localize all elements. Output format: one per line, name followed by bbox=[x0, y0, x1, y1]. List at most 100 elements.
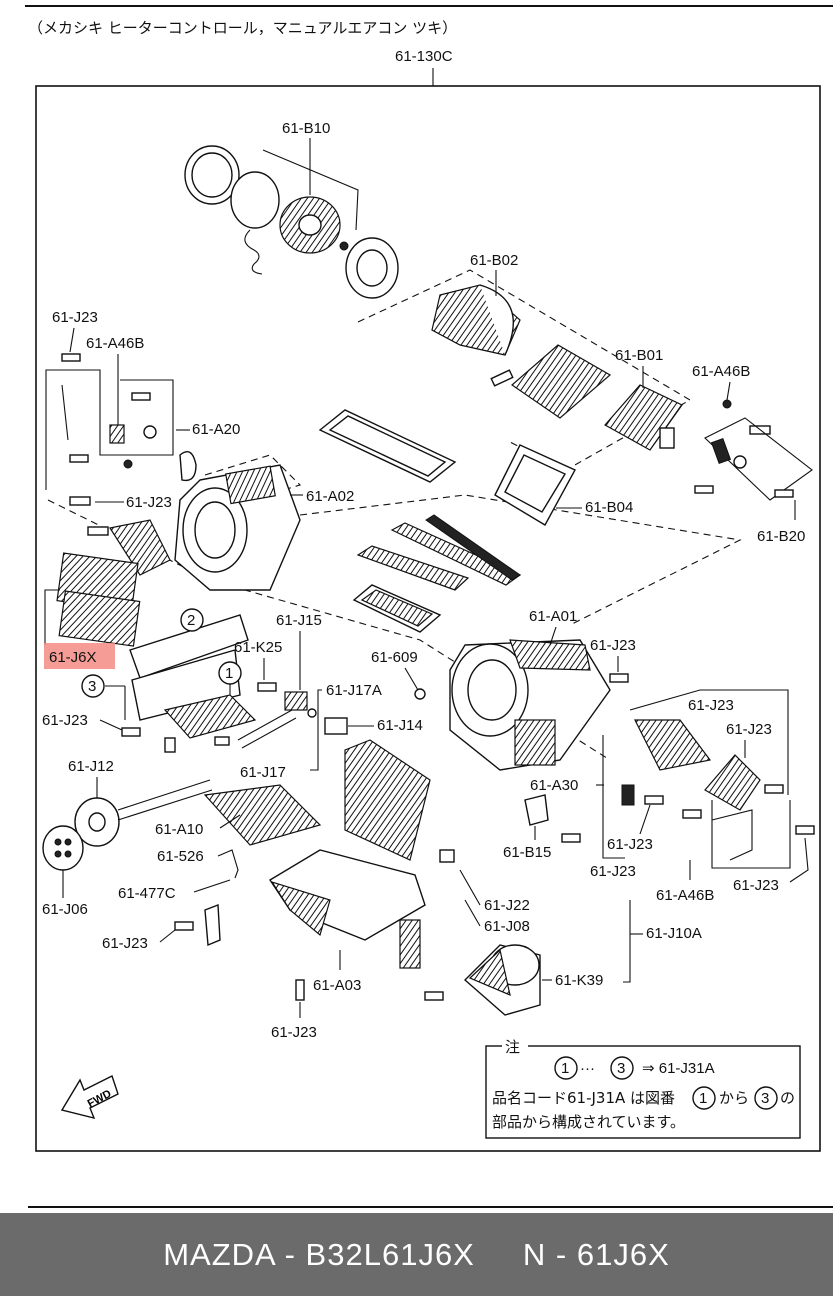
callout-j23-right3: 61-J23 bbox=[607, 836, 653, 853]
filter-cover-2 bbox=[129, 614, 249, 679]
assembly-code: 61-130C bbox=[395, 48, 453, 65]
callout-a30: 61-A30 bbox=[530, 777, 578, 794]
j06-hole-4 bbox=[64, 850, 72, 858]
marker-2-circle bbox=[180, 608, 204, 632]
b20-group: 61-B20 bbox=[694, 417, 813, 545]
j06-hole-1 bbox=[54, 838, 62, 846]
j23-mid-screw bbox=[609, 673, 629, 683]
a20-actuator bbox=[109, 424, 125, 444]
callout-j23-left3: 61-J23 bbox=[42, 712, 88, 729]
j23-right4-screw bbox=[561, 833, 581, 843]
fwd-arrow: FWD bbox=[60, 1075, 119, 1120]
note-line2-c2: 3 bbox=[761, 1090, 769, 1107]
marker-3-circle bbox=[81, 674, 105, 698]
intake-door-b02: 61-B02 bbox=[431, 252, 521, 387]
j23-left3-screw bbox=[121, 727, 141, 737]
callout-j14: 61-J14 bbox=[377, 717, 423, 734]
a46b-right-clip bbox=[722, 399, 732, 409]
evaporator-core bbox=[344, 739, 431, 861]
callout-b02: 61-B02 bbox=[470, 252, 518, 269]
a20-screw bbox=[131, 392, 151, 401]
526-hose bbox=[217, 849, 239, 879]
j23-tl-screw bbox=[61, 353, 81, 362]
right-screw-1 bbox=[644, 795, 664, 805]
right-screw-2 bbox=[764, 784, 784, 794]
callout-j23-top-left: 61-J23 bbox=[52, 309, 98, 326]
j23-right5-screw bbox=[795, 825, 815, 835]
j23-left3-clip bbox=[164, 737, 176, 753]
callout-b01: 61-B01 bbox=[615, 347, 663, 364]
callout-j15: 61-J15 bbox=[276, 612, 322, 629]
right-screw-3 bbox=[682, 809, 702, 819]
diagram-title: （メカシキ ヒーターコントロール，マニュアルエアコン ツキ） bbox=[28, 19, 457, 37]
callout-a46b-right: 61-A46B bbox=[692, 363, 750, 380]
a20-group: 61-J23 61-A46B 61-A20 bbox=[45, 309, 240, 490]
note-line1-arrow: ⇒ 61-J31A bbox=[642, 1060, 715, 1077]
heater-case-right-a01: 61-A01 bbox=[449, 608, 611, 771]
pipe-clip bbox=[214, 736, 230, 746]
b20-gear bbox=[733, 455, 747, 469]
note-line3: 部品から構成されています。 bbox=[492, 1113, 685, 1131]
callout-j23-right2: 61-J23 bbox=[726, 721, 772, 738]
case-left-scroll-inner bbox=[194, 501, 236, 559]
a03-screw bbox=[424, 991, 444, 1001]
foam-pad-1 bbox=[163, 694, 257, 739]
a20-rod bbox=[61, 384, 69, 441]
callout-j23-right5: 61-J23 bbox=[733, 877, 779, 894]
blower-motor-face bbox=[356, 249, 388, 287]
callout-j08: 61-J08 bbox=[484, 918, 530, 935]
callout-j23-bottom2: 61-J23 bbox=[271, 1024, 317, 1041]
callout-a10: 61-A10 bbox=[155, 821, 203, 838]
callout-j10a: 61-J10A bbox=[646, 925, 702, 942]
callout-j23-left2: 61-J23 bbox=[126, 494, 172, 511]
callout-j22: 61-J22 bbox=[484, 897, 530, 914]
link-rod bbox=[621, 784, 635, 806]
callout-j23-bottom1: 61-J23 bbox=[102, 935, 148, 952]
callout-j23-right4: 61-J23 bbox=[590, 863, 636, 880]
case-right-top bbox=[509, 639, 591, 671]
note-line2-c1: 1 bbox=[699, 1090, 707, 1107]
marker-2: 2 bbox=[187, 612, 195, 629]
part-number-footer: MAZDA - B32L61J6X N - 61J6X bbox=[0, 1213, 833, 1296]
note-line2-circle-1 bbox=[692, 1086, 716, 1110]
j06-hole-2 bbox=[64, 838, 72, 846]
b20-screw-2 bbox=[694, 485, 714, 494]
k25-bolt bbox=[257, 682, 277, 692]
right-box-top bbox=[629, 689, 789, 795]
filter-seal-3 bbox=[131, 649, 241, 721]
note-box: 注 1 ··· 3 ⇒ 61-J31A 品名コード61-J31A は図番 1 か… bbox=[485, 1033, 801, 1139]
door-plate-2 bbox=[356, 545, 470, 591]
mode-lever-set bbox=[634, 719, 712, 771]
j06-hole-3 bbox=[54, 850, 62, 858]
b01-link bbox=[659, 427, 675, 449]
heater-core bbox=[203, 784, 322, 846]
blower-fan-hub bbox=[298, 214, 322, 236]
callout-b10: 61-B10 bbox=[282, 120, 330, 137]
callout-j23-right1: 61-J23 bbox=[688, 697, 734, 714]
note-line2-a: 品名コード61-J31A は図番 bbox=[492, 1089, 675, 1107]
k39-fins bbox=[468, 948, 511, 997]
expansion-valve bbox=[284, 691, 308, 711]
callout-a46b-left: 61-A46B bbox=[86, 335, 144, 352]
j23-left2-screw-b bbox=[87, 526, 109, 536]
mode-actuator bbox=[704, 754, 761, 811]
note-line1-dots: ··· bbox=[580, 1060, 595, 1077]
drain-grommet-j06 bbox=[42, 825, 84, 871]
b10-bracket bbox=[262, 149, 359, 231]
b20-box bbox=[704, 417, 813, 501]
callout-j23-mid: 61-J23 bbox=[590, 637, 636, 654]
note-circle-3 bbox=[610, 1056, 634, 1080]
a20-seal bbox=[179, 451, 197, 482]
j17a-oring bbox=[307, 708, 317, 718]
477c-leader bbox=[193, 879, 231, 893]
callout-477c: 61-477C bbox=[118, 885, 176, 902]
case-right-outlet bbox=[514, 719, 556, 766]
j10a-bracket bbox=[623, 900, 631, 983]
dashed-mid bbox=[299, 494, 742, 626]
right-rod bbox=[711, 809, 753, 861]
callout-a03: 61-A03 bbox=[313, 977, 361, 994]
a20-clip bbox=[123, 459, 133, 469]
callout-b04: 61-B04 bbox=[585, 499, 633, 516]
blower-o-ring bbox=[230, 171, 280, 229]
callout-a46b-bottom: 61-A46B bbox=[656, 887, 714, 904]
